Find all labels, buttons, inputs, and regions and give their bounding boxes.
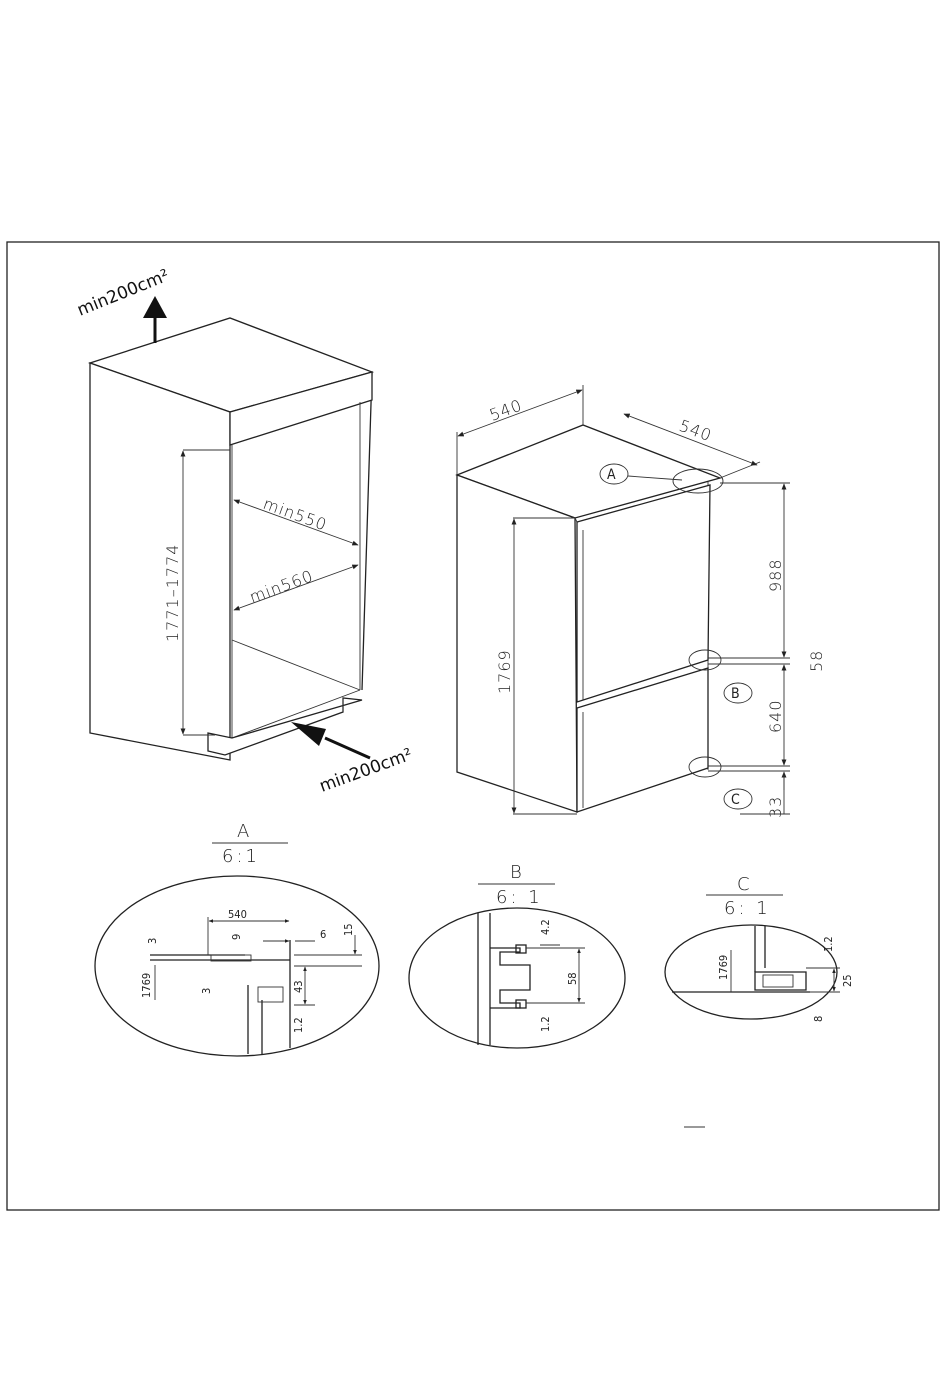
detail-b-title: B xyxy=(510,862,525,883)
detail-a-43: 43 xyxy=(292,980,305,993)
detail-c-12: 1.2 xyxy=(822,936,835,952)
cabinet-depth-dim: min550 xyxy=(261,494,330,535)
cabinet-width-dim: min560 xyxy=(247,566,316,607)
detail-b-12: 1.2 xyxy=(539,1016,552,1032)
detail-a-540: 540 xyxy=(228,908,247,921)
callout-a: A xyxy=(607,467,616,483)
bottom-gap-dim: 33 xyxy=(766,796,785,818)
cabinet-drawing: 1771–1774 min550 min560 min200cm² min200… xyxy=(74,266,415,797)
callout-b: B xyxy=(731,686,740,702)
lower-door-dim: 640 xyxy=(766,699,785,733)
detail-c-1769: 1769 xyxy=(717,955,730,980)
detail-c: C 6: 1 1769 1.2 25 8 xyxy=(665,874,854,1022)
upper-door-dim: 988 xyxy=(766,558,785,592)
gap-dim: 58 xyxy=(807,650,826,672)
detail-a: A 6:1 540 9 6 15 3 3 1769 43 1.2 xyxy=(95,821,379,1056)
detail-a-3a: 3 xyxy=(146,938,159,944)
detail-b-scale: 6: 1 xyxy=(496,887,543,908)
appliance-height-dim: 1769 xyxy=(495,649,514,694)
detail-b: B 6: 1 4.2 58 1.2 xyxy=(409,862,625,1048)
detail-c-scale: 6: 1 xyxy=(724,898,771,919)
detail-a-1769: 1769 xyxy=(140,973,153,998)
detail-a-15: 15 xyxy=(342,923,355,936)
detail-a-9: 9 xyxy=(230,934,243,940)
detail-a-title: A xyxy=(237,821,252,842)
detail-a-3b: 3 xyxy=(200,988,213,994)
detail-a-6: 6 xyxy=(320,928,326,941)
detail-b-58: 58 xyxy=(566,972,579,985)
vent-bottom-label: min200cm² xyxy=(317,745,415,797)
appliance-width-dim: 540 xyxy=(487,395,525,424)
detail-b-42: 4.2 xyxy=(539,919,552,935)
detail-c-25: 25 xyxy=(841,974,854,987)
appliance-depth-dim: 540 xyxy=(677,416,715,445)
detail-c-title: C xyxy=(737,874,753,895)
vent-in-arrow xyxy=(325,738,370,758)
detail-a-12: 1.2 xyxy=(292,1017,305,1033)
cabinet-height-dim: 1771–1774 xyxy=(163,544,182,642)
callout-c: C xyxy=(731,792,740,808)
detail-c-8: 8 xyxy=(812,1016,825,1022)
appliance-drawing: 540 540 1769 988 58 640 33 A B C xyxy=(457,385,826,818)
detail-a-scale: 6:1 xyxy=(222,846,260,867)
